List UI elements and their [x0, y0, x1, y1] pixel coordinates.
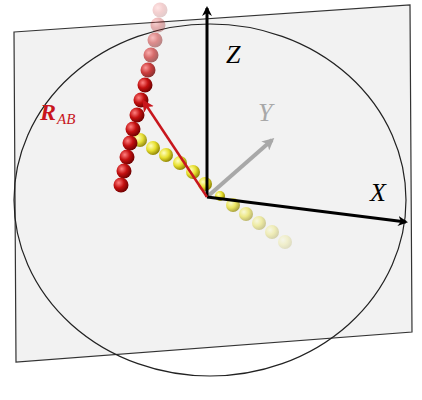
circle [14, 24, 406, 376]
yellow-sphere [278, 235, 292, 249]
red-sphere [153, 3, 168, 18]
axis-label: X [370, 180, 386, 206]
vector-rab [144, 102, 207, 197]
red-sphere [138, 78, 153, 93]
z-axis [206, 8, 209, 197]
red-sphere [141, 63, 156, 78]
yellow-sphere [239, 207, 253, 221]
yellow-sphere [146, 141, 160, 155]
red-sphere [144, 48, 159, 63]
red-sphere [130, 108, 145, 123]
red-sphere [117, 164, 132, 179]
red-sphere [120, 150, 135, 165]
yellow-sphere [198, 177, 212, 191]
red-sphere [148, 33, 163, 48]
axis-label: Z [226, 42, 240, 68]
vector-label: R [40, 100, 56, 124]
red-sphere [114, 178, 129, 193]
plane [14, 5, 412, 362]
red-sphere [123, 136, 138, 151]
red-sphere [151, 18, 166, 33]
yellow-sphere [159, 148, 173, 162]
vector-subscript: AB [57, 112, 75, 127]
yellow-sphere [252, 216, 266, 230]
y-axis [207, 140, 272, 197]
sphere-chains [114, 3, 293, 250]
axis-label: Y [258, 100, 272, 126]
red-sphere [126, 122, 141, 137]
yellow-sphere [265, 225, 279, 239]
